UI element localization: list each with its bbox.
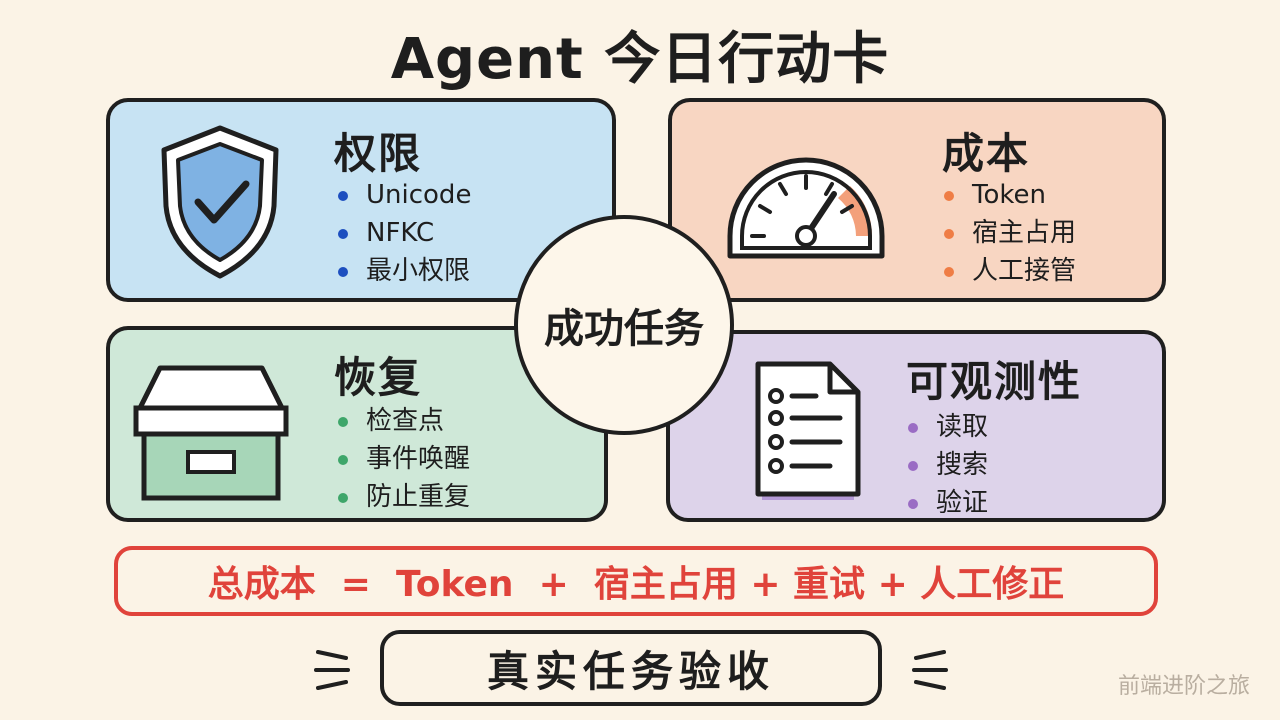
list-item: NFKC — [338, 214, 471, 252]
page-title: Agent 今日行动卡 — [390, 27, 890, 92]
cost-list: Token 宿主占用 人工接管 — [944, 176, 1076, 290]
list-item: 防止重复 — [338, 478, 470, 516]
gauge-icon — [727, 157, 885, 259]
hub-label: 成功任务 — [544, 306, 704, 352]
observability-title: 可观测性 — [906, 357, 1083, 406]
shield-check-icon — [161, 125, 279, 279]
permissions-card: 权限 Unicode NFKC 最小权限 — [106, 98, 616, 302]
list-item: 读取 — [908, 408, 988, 446]
real-task-acceptance: 真实任务验收 — [380, 630, 882, 706]
observability-card: 可观测性 读取 搜索 验证 — [666, 330, 1166, 522]
list-item: 检查点 — [338, 402, 470, 440]
cost-card: 成本 Token 宿主占用 人工接管 — [668, 98, 1166, 302]
success-task-hub: 成功任务 — [514, 215, 734, 435]
list-item: Token — [944, 176, 1076, 214]
list-item: 搜索 — [908, 446, 988, 484]
list-item: Unicode — [338, 176, 471, 214]
list-item: 人工接管 — [944, 252, 1076, 290]
document-list-icon — [755, 361, 861, 500]
right-emphasis-lines — [912, 650, 948, 690]
permissions-list: Unicode NFKC 最小权限 — [338, 176, 471, 290]
recovery-title: 恢复 — [334, 353, 423, 402]
cost-title: 成本 — [942, 129, 1031, 178]
list-item: 宿主占用 — [944, 214, 1076, 252]
list-item: 事件唤醒 — [338, 440, 470, 478]
total-cost-formula: 总成本 = Token + 宿主占用 + 重试 + 人工修正 — [114, 546, 1158, 616]
observability-list: 读取 搜索 验证 — [908, 408, 988, 522]
storage-box-icon — [133, 365, 289, 501]
list-item: 验证 — [908, 484, 988, 522]
recovery-list: 检查点 事件唤醒 防止重复 — [338, 402, 470, 516]
list-item: 最小权限 — [338, 252, 471, 290]
permissions-title: 权限 — [334, 129, 423, 178]
watermark: 前端进阶之旅 — [1117, 674, 1250, 699]
left-emphasis-lines — [314, 650, 350, 690]
